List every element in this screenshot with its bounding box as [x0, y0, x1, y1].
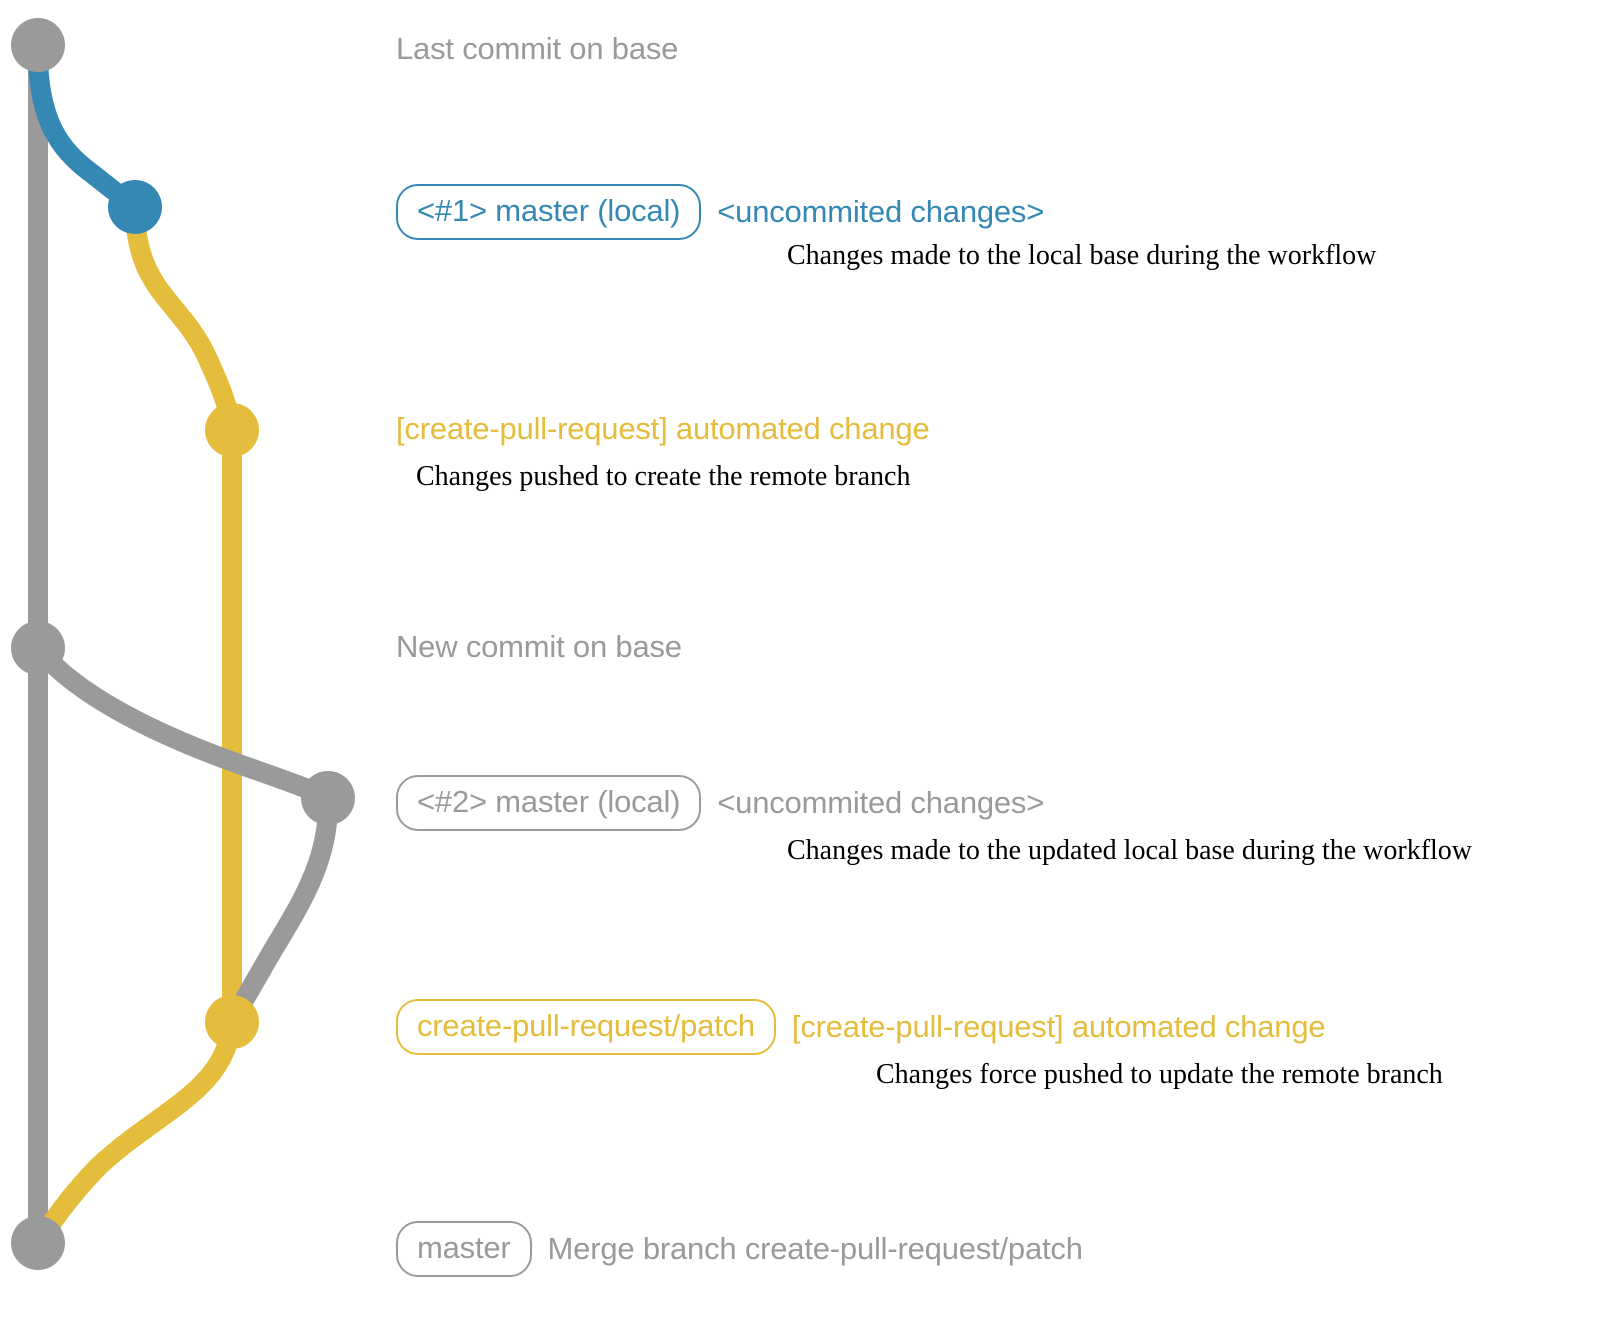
commit-node-last-commit-on-base [11, 18, 65, 72]
commit-title-last-commit-on-base: Last commit on base [396, 31, 679, 66]
commit-node-automated-change-1 [205, 403, 259, 457]
edge-patch2-to-merge [28, 1012, 242, 1253]
commit-title-master-local-1: <uncommited changes> [717, 194, 1045, 229]
row-merge-commit: master Merge branch create-pull-request/… [396, 1221, 1083, 1277]
commit-description-master-local-2: Changes made to the updated local base d… [787, 835, 1473, 866]
edge-base2-to-local2 [28, 638, 338, 808]
commit-title-automated-change-1: [create-pull-request] automated change [396, 411, 930, 446]
branch-badge-master-local-2[interactable]: <#2> master (local) [396, 775, 702, 831]
edge-base-to-local1 [28, 42, 145, 217]
commit-title-new-commit-on-base: New commit on base [396, 629, 682, 664]
commit-node-master-local-2 [301, 771, 355, 825]
row-automated-change-2: create-pull-request/patch [create-pull-r… [396, 999, 1326, 1055]
edge-local1-to-patch1 [125, 197, 242, 440]
commit-title-merge-commit: Merge branch create-pull-request/patch [547, 1231, 1083, 1266]
row-automated-change-1: [create-pull-request] automated change [396, 411, 930, 447]
commit-description-automated-change-1: Changes pushed to create the remote bran… [416, 461, 911, 492]
row-master-local-1: <#1> master (local) <uncommited changes> [396, 184, 1044, 240]
branch-badge-master[interactable]: master [396, 1221, 532, 1277]
commit-title-automated-change-2: [create-pull-request] automated change [791, 1009, 1326, 1044]
row-master-local-2: <#2> master (local) <uncommited changes> [396, 775, 1044, 831]
commit-node-automated-change-2 [205, 995, 259, 1049]
commit-node-merge-commit [11, 1216, 65, 1270]
commit-title-master-local-2: <uncommited changes> [717, 785, 1045, 820]
branch-badge-master-local-1[interactable]: <#1> master (local) [396, 184, 702, 240]
row-new-commit-on-base: New commit on base [396, 629, 682, 665]
commit-node-new-commit-on-base [11, 621, 65, 675]
commit-description-automated-change-2: Changes force pushed to update the remot… [876, 1059, 1443, 1090]
branch-badge-create-pull-request-patch[interactable]: create-pull-request/patch [396, 999, 776, 1055]
edge-local2-to-patch2 [222, 788, 339, 1032]
commit-nodes [11, 18, 355, 1270]
commit-node-master-local-1 [108, 180, 162, 234]
commit-description-master-local-1: Changes made to the local base during th… [787, 240, 1377, 271]
row-last-commit-on-base: Last commit on base [396, 31, 678, 67]
